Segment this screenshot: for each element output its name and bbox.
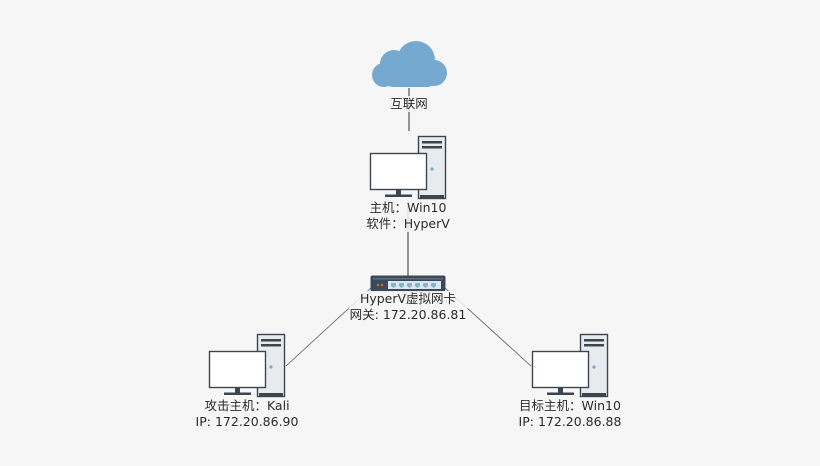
target-name: 目标主机：Win10 xyxy=(519,398,621,413)
cloud-icon xyxy=(372,41,447,87)
target-ip: IP: 172.20.86.88 xyxy=(518,414,622,429)
attacker-ip: IP: 172.20.86.90 xyxy=(195,414,299,429)
host-software: 软件：HyperV xyxy=(366,216,450,231)
network-switch-icon xyxy=(370,275,446,292)
attacker-label: 攻击主机：Kali IP: 172.20.86.90 xyxy=(194,398,300,430)
attacker-name: 攻击主机：Kali xyxy=(204,398,290,413)
target-computer-icon xyxy=(531,333,609,398)
monitor-icon xyxy=(531,350,590,395)
target-label: 目标主机：Win10 IP: 172.20.86.88 xyxy=(517,398,623,430)
internet-label: 互联网 xyxy=(389,96,429,112)
switch-gateway: 网关: 172.20.86.81 xyxy=(349,307,467,322)
switch-label: HyperV虚拟网卡 网关: 172.20.86.81 xyxy=(348,291,468,323)
host-computer-icon xyxy=(369,135,447,200)
monitor-icon xyxy=(369,152,428,197)
monitor-icon xyxy=(208,350,267,395)
switch-name: HyperV虚拟网卡 xyxy=(359,291,457,306)
host-name: 主机：Win10 xyxy=(369,200,447,215)
host-label: 主机：Win10 软件：HyperV xyxy=(365,200,451,232)
attacker-computer-icon xyxy=(208,333,286,398)
